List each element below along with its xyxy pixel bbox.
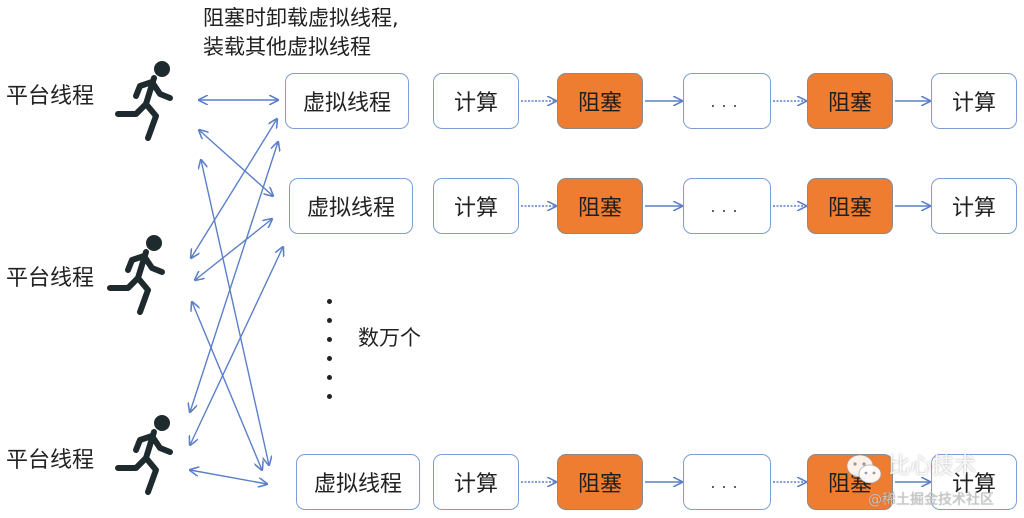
step-label: 阻塞 (577, 91, 622, 116)
platform-thread-label: 平台线程 (6, 266, 95, 291)
compute-step: 计算 (433, 73, 519, 129)
step-label: 计算 (951, 196, 996, 221)
step-label: 阻塞 (577, 472, 622, 497)
compute-step: 计算 (931, 73, 1017, 129)
compute-step: 计算 (433, 178, 519, 234)
blocked-step: 阻塞 (557, 454, 643, 510)
platform-thread-label: 平台线程 (6, 84, 95, 109)
compute-step: 计算 (931, 454, 1017, 510)
virtual-thread-box: 虚拟线程 (285, 73, 409, 129)
ellipsis-dot (327, 299, 332, 304)
virtual-thread-box: 虚拟线程 (289, 178, 413, 234)
caption-line-2: 装载其他虚拟线程 (203, 35, 371, 59)
watermark-brand: 比心技术 (888, 454, 977, 479)
many-virtual-threads-label: 数万个 (358, 326, 421, 350)
compute-step: 计算 (433, 454, 519, 510)
running-person-icon (115, 415, 173, 495)
blocked-step: 阻塞 (807, 73, 893, 129)
ellipsis-dot (327, 394, 332, 399)
virtual-thread-label: 虚拟线程 (302, 91, 391, 116)
ellipsis-dot (327, 375, 332, 380)
running-person-icon (107, 235, 165, 315)
step-label: ... (710, 472, 744, 492)
sched-arrow (195, 219, 272, 280)
step-label: 计算 (453, 472, 498, 497)
step-label: 计算 (951, 472, 996, 497)
step-label: ... (710, 91, 744, 111)
platform-thread-label: 平台线程 (6, 448, 95, 473)
sched-arrow (190, 142, 278, 412)
blocked-step: 阻塞 (557, 178, 643, 234)
compute-step: 计算 (931, 178, 1017, 234)
sched-arrow (201, 160, 269, 465)
ellipsis-dot (327, 318, 332, 323)
step-label: 计算 (453, 196, 498, 221)
step-label: 阻塞 (827, 196, 872, 221)
caption-line-1: 阻塞时卸载虚拟线程, (203, 6, 399, 30)
virtual-thread-label: 虚拟线程 (313, 472, 402, 497)
ellipsis-step: ... (683, 73, 771, 129)
ellipsis-step: ... (683, 178, 771, 234)
watermark-source: @稀土掘金技术社区 (868, 492, 994, 508)
virtual-thread-label: 虚拟线程 (306, 196, 395, 221)
sched-arrow (190, 470, 267, 484)
sched-arrow (190, 247, 283, 445)
blocked-step: 阻塞 (807, 178, 893, 234)
running-person-icon (115, 61, 173, 141)
ellipsis-dot (327, 337, 332, 342)
step-label: 计算 (951, 91, 996, 116)
wechat-icon (846, 454, 882, 484)
virtual-thread-box: 虚拟线程 (296, 454, 420, 510)
step-label: ... (710, 196, 744, 216)
ellipsis-dot (327, 356, 332, 361)
step-label: 计算 (453, 91, 498, 116)
step-label: 阻塞 (577, 196, 622, 221)
ellipsis-step: ... (683, 454, 771, 510)
blocked-step: 阻塞 (557, 73, 643, 129)
step-label: 阻塞 (827, 91, 872, 116)
diagram-caption: 阻塞时卸载虚拟线程, 装载其他虚拟线程 (203, 4, 399, 62)
